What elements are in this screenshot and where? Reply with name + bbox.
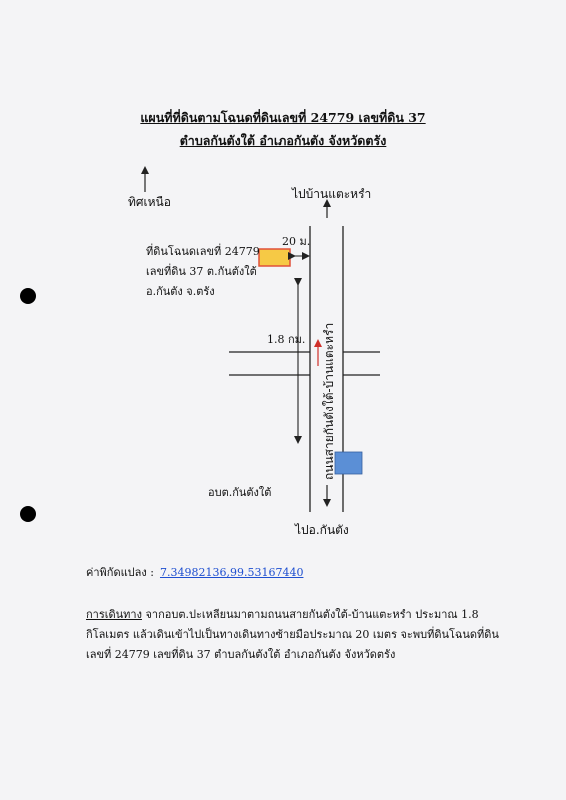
directions-line: เลขที่ 24779 เลขที่ดิน 37 ตำบลกันตังใต้ … xyxy=(86,648,396,661)
office-marker xyxy=(334,451,363,475)
binder-hole xyxy=(20,288,36,304)
land-label: เลขที่ดิน 37 ต.กันตังใต้ xyxy=(146,265,257,278)
coordinates-label: ค่าพิกัดแปลง : xyxy=(86,566,154,579)
document-subtitle: ตำบลกันตังใต้ อำเภอกันตัง จังหวัดตรัง xyxy=(179,133,387,148)
north-label: ทิศเหนือ xyxy=(128,195,171,209)
directions-heading: การเดินทาง xyxy=(86,608,142,621)
land-label: ที่ดินโฉนดเลขที่ 24779 xyxy=(146,245,260,258)
distance-20m-label: 20 ม. xyxy=(282,235,311,248)
coordinates-link[interactable]: 7.34982136,99.53167440 xyxy=(159,566,304,579)
road-name-label: ถนนสายกันตังใต้-บ้านแตะหรำ xyxy=(322,322,336,480)
directions-text: จากอบต.ปะเหลียนมาตามถนนสายกันตังใต้-บ้าน… xyxy=(141,608,479,621)
to-bottom-label: ไปอ.กันตัง xyxy=(295,523,349,537)
directions-paragraph: การเดินทาง จากอบต.ปะเหลียนมาตามถนนสายกัน… xyxy=(86,605,499,665)
office-label: อบต.กันตังใต้ xyxy=(208,486,272,499)
land-parcel-marker xyxy=(258,248,291,267)
land-label: อ.กันตัง จ.ตรัง xyxy=(146,285,215,298)
document-title: แผนที่ที่ดินตามโฉนดที่ดินเลขที่ 24779 เล… xyxy=(140,110,426,125)
to-top-label: ไปบ้านแตะหรำ xyxy=(292,187,372,201)
coordinates: ค่าพิกัดแปลง : 7.34982136,99.53167440 xyxy=(86,563,303,581)
binder-hole xyxy=(20,506,36,522)
distance-1-8km-label: 1.8 กม. xyxy=(267,333,306,346)
directions-line: กิโลเมตร แล้วเดินเข้าไปเป็นทางเดินทางซ้า… xyxy=(86,628,499,641)
directions-line: การเดินทาง จากอบต.ปะเหลียนมาตามถนนสายกัน… xyxy=(86,605,486,625)
